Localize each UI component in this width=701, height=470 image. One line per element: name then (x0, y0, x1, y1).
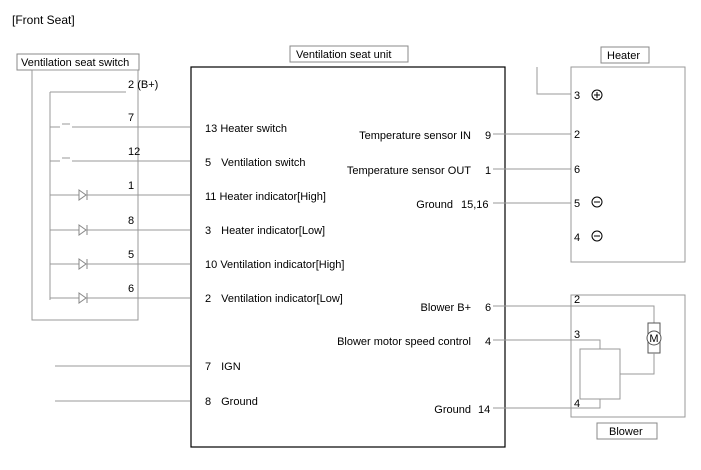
unit-pin-temp-sensor-out-label: Temperature sensor OUT (347, 165, 471, 177)
unit-pin-heater-indicator-high: 11 Heater indicator[High] (205, 191, 326, 203)
heater-feed-wire (536, 67, 571, 95)
heater-pin-3: 3 (574, 90, 580, 102)
blower-body (570, 294, 686, 418)
unit-pin-ground-15-16-label: Ground (416, 199, 453, 211)
unit-pin-ground-14-label: Ground (434, 404, 471, 416)
blower-pin-3: 3 (574, 329, 580, 341)
heater-body (570, 66, 686, 263)
ventilation-seat-switch: Ventilation seat switch 2 (B+) 7 12 1 8 (16, 53, 190, 321)
switch-pin-1: 1 (128, 180, 134, 192)
blower-title-box (596, 422, 658, 440)
led-icon (78, 292, 87, 304)
minus-terminal-icon (591, 196, 603, 208)
ventilation-seat-unit: Ventilation seat unit 13 Heater switch 5… (190, 45, 506, 448)
heater-title-box (600, 46, 650, 64)
blower-pin-4: 4 (574, 398, 580, 410)
switch-pin-6: 6 (128, 283, 134, 295)
led-icon (78, 189, 87, 201)
plus-terminal-icon (591, 89, 603, 101)
heater: Heater 3 2 6 5 4 (536, 46, 686, 263)
blower-pin-2: 2 (574, 294, 580, 306)
unit-pin-blower-speed-label: Blower motor speed control (337, 336, 471, 348)
unit-pin-blower-speed-num: 4 (485, 336, 491, 348)
heater-pin-4: 4 (574, 232, 580, 244)
blower-title: Blower (609, 426, 643, 438)
switch-pin-8: 8 (128, 215, 134, 227)
unit-pin-temp-sensor-in-num: 9 (485, 130, 491, 142)
unit-pin-temp-sensor-out-num: 1 (485, 165, 491, 177)
unit-pin-ground-14-num: 14 (478, 404, 490, 416)
unit-body (190, 66, 506, 448)
minus-terminal-icon (591, 230, 603, 242)
led-icon (78, 258, 87, 270)
switch-title: Ventilation seat switch (21, 57, 129, 69)
heater-title: Heater (607, 50, 640, 62)
switch-pin-7: 7 (128, 112, 134, 124)
switch-pin-5: 5 (128, 249, 134, 261)
heater-pin-6: 6 (574, 164, 580, 176)
led-icon (78, 224, 87, 236)
unit-title: Ventilation seat unit (296, 49, 391, 61)
unit-pin-ventilation-indicator-high: 10 Ventilation indicator[High] (205, 259, 344, 271)
speed-controller (579, 348, 621, 400)
unit-title-box (289, 45, 409, 63)
heater-pin-2: 2 (574, 129, 580, 141)
unit-pin-heater-switch: 13 Heater switch (205, 123, 287, 135)
unit-pin-blower-bplus-num: 6 (485, 302, 491, 314)
blower: Blower 2 3 4 M (570, 294, 686, 440)
unit-pin-temp-sensor-in-label: Temperature sensor IN (359, 130, 471, 142)
switch-pin-12: 12 (128, 146, 140, 158)
page-title: [Front Seat] (12, 13, 75, 27)
unit-pin-blower-bplus-label: Blower B+ (421, 302, 471, 314)
motor-label: M (649, 333, 658, 345)
unit-pin-ground-15-16-num: 15,16 (461, 199, 489, 211)
heater-pin-5: 5 (574, 198, 580, 210)
switch-pin-2: 2 (B+) (128, 79, 158, 91)
